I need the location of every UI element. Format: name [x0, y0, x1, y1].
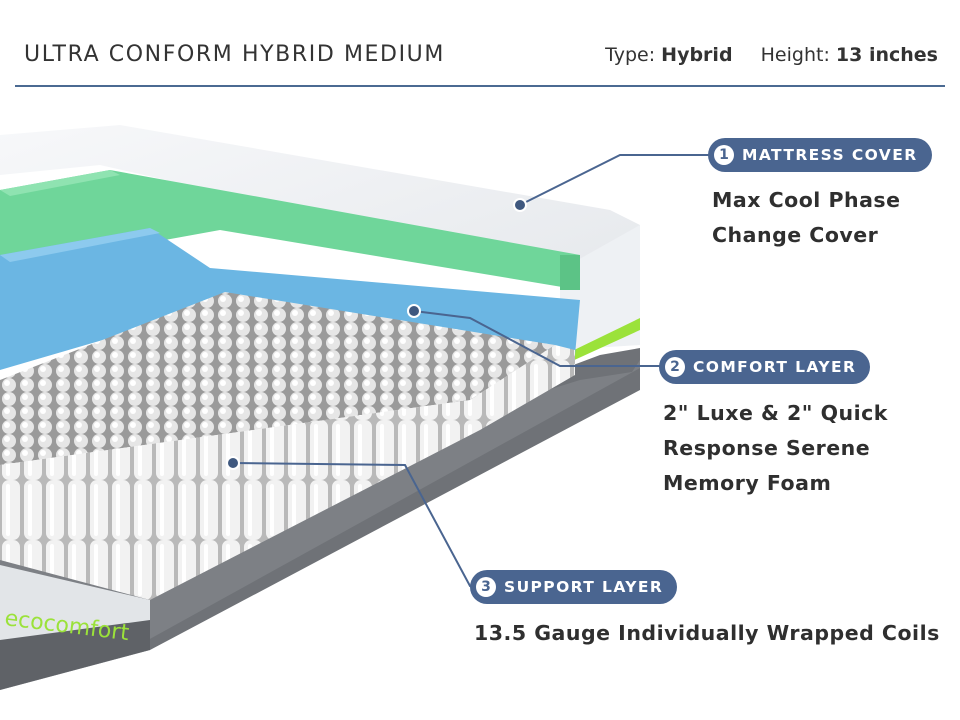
- type-label: Type:: [605, 44, 656, 66]
- callout-support-layer-description: 13.5 Gauge Individually Wrapped Coils: [474, 616, 940, 651]
- callout-comfort-layer-badge: 2 COMFORT LAYER: [659, 350, 871, 384]
- coil-top-surface: [0, 292, 555, 465]
- anchor-dot-3: [226, 456, 240, 470]
- type-value: Hybrid: [661, 44, 733, 66]
- leader-line-1: [519, 154, 712, 206]
- description-line: 2" Luxe & 2" Quick: [663, 401, 888, 425]
- page-title: ULTRA CONFORM HYBRID MEDIUM: [24, 42, 445, 67]
- callout-anchor-dots: [226, 198, 527, 470]
- anchor-dot-2: [407, 304, 421, 318]
- callout-title-2: COMFORT LAYER: [693, 358, 857, 376]
- height-label: Height:: [760, 44, 830, 66]
- description-line: 13.5 Gauge Individually Wrapped Coils: [474, 621, 940, 645]
- callout-number-2: 2: [665, 357, 685, 377]
- callout-comfort-layer-description: 2" Luxe & 2" Quick Response Serene Memor…: [663, 396, 888, 501]
- height-value: 13 inches: [835, 44, 938, 66]
- header-divider: [15, 85, 945, 87]
- callout-support-layer-badge: 3 SUPPORT LAYER: [470, 570, 678, 604]
- description-line: Response Serene: [663, 436, 871, 460]
- callout-mattress-cover-badge: 1 MATTRESS COVER: [708, 138, 932, 172]
- coil-side-wall: [0, 345, 575, 600]
- description-line: Change Cover: [712, 223, 879, 247]
- description-line: Memory Foam: [663, 471, 832, 495]
- callout-number-1: 1: [714, 145, 734, 165]
- callout-title-3: SUPPORT LAYER: [504, 578, 664, 596]
- callout-number-3: 3: [476, 577, 496, 597]
- spec-summary: Type: Hybrid Height: 13 inches: [605, 44, 938, 66]
- callout-title-1: MATTRESS COVER: [742, 146, 918, 164]
- callout-mattress-cover-description: Max Cool Phase Change Cover: [712, 183, 901, 253]
- description-line: Max Cool Phase: [712, 188, 901, 212]
- anchor-dot-1: [513, 198, 527, 212]
- blue-foam-layer: [0, 228, 580, 370]
- green-foam-layer: [0, 170, 580, 290]
- leader-line-2: [413, 310, 662, 367]
- mattress-front-border: [0, 565, 150, 690]
